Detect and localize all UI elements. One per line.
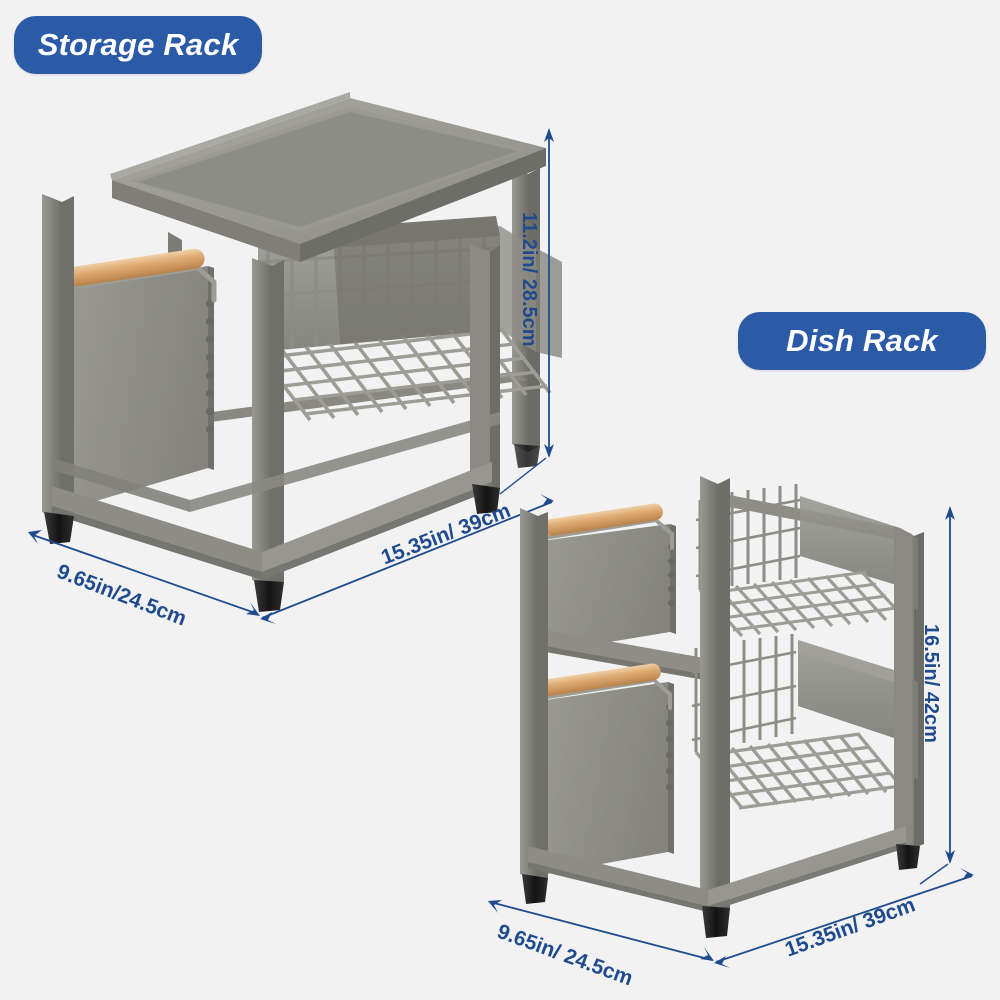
rack-b-lower-panel xyxy=(546,682,668,874)
rack-b-lower-wood-handle xyxy=(540,663,672,710)
rack-a-drawer-front-panel xyxy=(72,266,214,508)
badge-storage-rack: Storage Rack xyxy=(14,16,262,74)
rack-b-post-front-right xyxy=(894,526,912,852)
dish-rack-illustration xyxy=(488,476,974,968)
rack-a-post-front-left xyxy=(42,194,74,520)
rack-a-post-front-right xyxy=(470,244,500,492)
dish-rack-height-label: 16.5in/ 42cm xyxy=(920,624,942,743)
rack-b-upper-wood-handle xyxy=(542,503,674,550)
rack-b-dimension-lines xyxy=(488,506,974,968)
storage-rack-illustration xyxy=(28,92,562,624)
rack-a-drawer-liner-top xyxy=(330,216,500,248)
rack-a-feet xyxy=(44,444,540,612)
rack-b-upper-tier xyxy=(542,484,918,652)
rack-b-post-front-left xyxy=(520,508,548,882)
rack-a-dimension-lines xyxy=(28,128,554,624)
rack-a-bottom-frame xyxy=(52,412,500,580)
rack-a-top-tray xyxy=(110,92,546,262)
storage-rack-height-label: 11.2in/ 28.5cm xyxy=(518,212,540,347)
rack-b-post-front-mid xyxy=(700,476,730,914)
rack-a-wood-handle xyxy=(63,248,217,303)
rack-b-bottom-frame xyxy=(528,826,906,912)
rack-b-mid-rail xyxy=(534,628,716,682)
badge-dish-rack: Dish Rack xyxy=(738,312,986,370)
rack-a-drawer-liner-body xyxy=(334,236,500,344)
rack-b-feet xyxy=(522,844,920,938)
rack-a-post-front-mid xyxy=(252,258,284,588)
rack-b-upper-panel xyxy=(548,524,670,652)
